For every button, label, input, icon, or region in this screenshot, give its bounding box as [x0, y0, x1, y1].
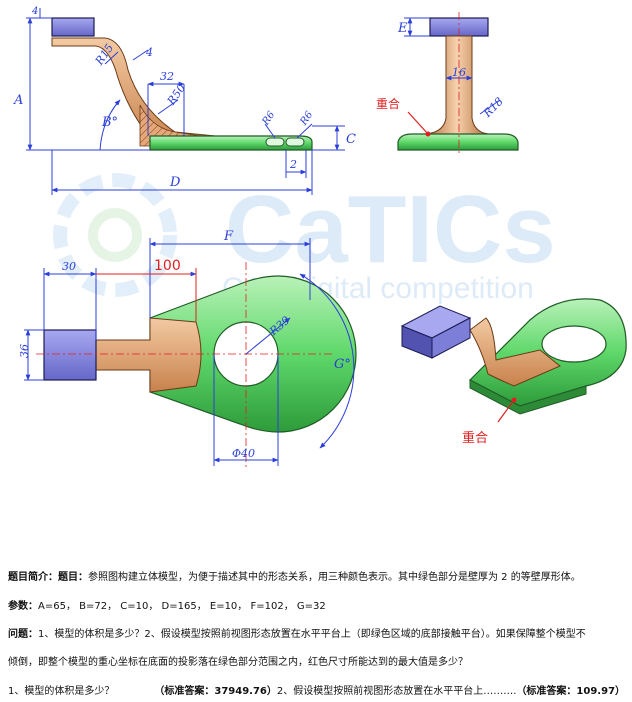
radius-R6-left: R6: [260, 109, 278, 128]
side-coincide-label: 重合: [376, 96, 400, 111]
watermark-brand: CaTICs: [225, 176, 556, 283]
dim-C: C: [346, 132, 356, 147]
question-text-1: 1、模型的体积是多少？2、假设模型按照前视图形态放置在水平平台上（即绿色区域的底…: [38, 629, 586, 640]
side-green-base: [397, 133, 519, 151]
radius-R50: R50: [164, 82, 188, 109]
radius-R6-right: R6: [298, 109, 316, 128]
front-purple-block: [51, 17, 95, 37]
intro-label: 题目简介：题目：: [8, 572, 88, 583]
front-copper-ramp: [51, 37, 216, 147]
side-view: E 16 R18 重合: [376, 12, 519, 156]
dim-D: D: [169, 175, 181, 190]
dim-A: A: [13, 93, 23, 108]
intro-body: 参照图构建立体模型，为便于描述其中的形态关系，用三种颜色表示。其中绿色部分是壁厚…: [88, 572, 581, 583]
dim-16: 16: [452, 66, 466, 79]
dim-phi40: Φ40: [232, 447, 255, 460]
answer-line: 1、模型的体积是多少？ （标准答案：37949.76）2、假设模型按照前视图形态放…: [8, 685, 625, 699]
angle-G: G°: [334, 357, 351, 372]
answer-1: （标准答案：37949.76）: [154, 686, 277, 697]
top-view: F 30 36 R39 G° Φ40 100: [18, 229, 357, 470]
params-line: 参数：A=65， B=72， C=10， D=165， E=10， F=102，…: [8, 600, 326, 614]
dim-100-red: 100: [154, 258, 181, 274]
dim-4: 4: [145, 46, 153, 59]
question-line-1: 问题：1、模型的体积是多少？2、假设模型按照前视图形态放置在水平平台上（即绿色区…: [8, 628, 586, 642]
technical-drawing: CaTICs CAD digital competition: [13, 6, 627, 470]
answer-q2: 2、假设模型按照前视图形态放置在水平平台上……….: [276, 686, 517, 697]
dim-top-4: 4: [31, 6, 38, 17]
angle-B: B°: [101, 115, 118, 130]
question-label: 问题：: [8, 629, 38, 640]
iso-coincide-label: 重合: [462, 430, 488, 446]
top-purple-block: [43, 329, 97, 381]
front-view: A 4 R15 4 32 R50 B° R6 R6 C 2 D: [13, 6, 356, 195]
params-body: A=65， B=72， C=10， D=165， E=10， F=102， G=…: [38, 601, 326, 612]
dim-2: 2: [289, 158, 297, 171]
dim-30: 30: [62, 260, 76, 273]
question-line-2: 倾倒，即整个模型的重心坐标在底面的投影落在绿色部分范围之内，红色尺寸所能达到的最…: [8, 656, 468, 670]
iso-hole: [541, 325, 607, 363]
dim-F: F: [223, 229, 234, 244]
dim-32: 32: [160, 70, 174, 83]
iso-copper-arm: [469, 317, 561, 387]
side-copper-column: [425, 35, 489, 135]
intro-line: 题目简介：题目：参照图构建立体模型，为便于描述其中的形态关系，用三种颜色表示。其…: [8, 571, 581, 585]
answer-q1: 1、模型的体积是多少？: [8, 686, 115, 697]
dim-36: 36: [18, 344, 31, 358]
question-text-2: 倾倒，即整个模型的重心坐标在底面的投影落在绿色部分范围之内，红色尺寸所能达到的最…: [8, 657, 468, 668]
iso-view: 重合: [400, 298, 627, 446]
dim-E: E: [397, 21, 408, 36]
top-copper-arm: [95, 317, 202, 393]
params-label: 参数：: [8, 601, 38, 612]
answer-2: （标准答案：109.97）: [516, 686, 626, 697]
radius-R18: R18: [480, 95, 506, 121]
